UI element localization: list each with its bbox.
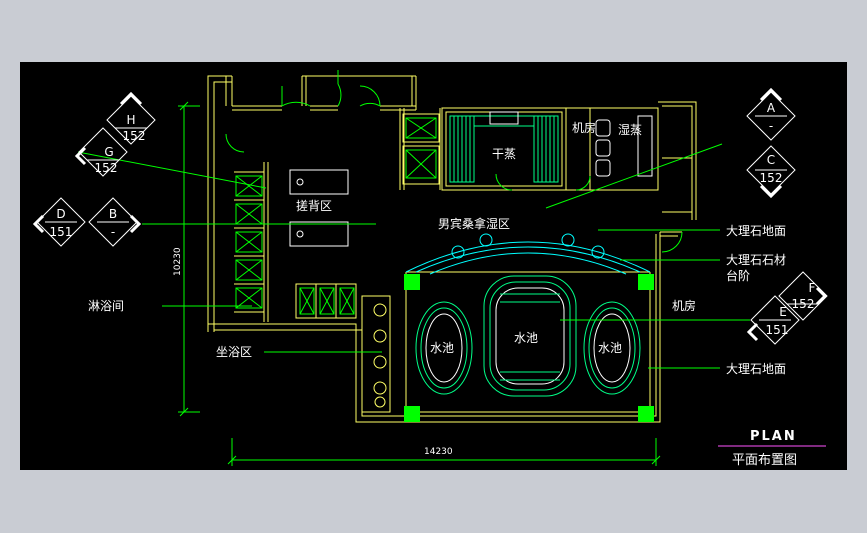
title-cn: 平面布置图: [732, 453, 797, 468]
pools: [415, 275, 641, 397]
dim-horizontal: 14230: [424, 447, 453, 457]
tag-b-letter: B: [109, 207, 117, 221]
label-lounge: 男宾桑拿湿区: [438, 216, 510, 231]
label-marble-floor-2: 大理石地面: [726, 362, 786, 376]
tag-g-letter: G: [104, 145, 113, 159]
pool-arc: [405, 233, 651, 275]
columns: [404, 274, 654, 422]
tag-c-letter: C: [767, 153, 775, 167]
label-marble-step-1: 大理石石材: [726, 253, 786, 267]
sauna-benches: [449, 111, 559, 183]
label-shower: 淋浴间: [88, 299, 124, 313]
label-marble-floor-1: 大理石地面: [726, 224, 786, 238]
label-pool-center: 水池: [514, 331, 538, 345]
drawing-sheet: H 152 G 152 D 151 B - A - C 152 F 152 E …: [20, 62, 847, 470]
title-en: PLAN: [750, 429, 797, 444]
tag-a-letter: A: [767, 101, 776, 115]
label-machine-room-right: 机房: [672, 298, 696, 313]
label-pool-right: 水池: [598, 341, 622, 355]
label-pool-left: 水池: [430, 341, 454, 355]
tag-g-number: 152: [95, 161, 118, 175]
dim-vertical: 10230: [173, 247, 183, 276]
tag-c-number: 152: [760, 171, 783, 185]
tag-e-letter: E: [779, 305, 787, 319]
label-wet-sauna: 湿蒸: [618, 122, 642, 137]
tag-d-letter: D: [56, 207, 65, 221]
tag-a-number: -: [769, 119, 773, 133]
section-tag-arrows: [32, 87, 828, 342]
label-marble-step-2: 台阶: [726, 268, 750, 283]
doors: [225, 70, 683, 253]
tag-h-number: 152: [123, 129, 146, 143]
wet-sauna-seats: [595, 115, 653, 177]
tag-f-letter: F: [809, 281, 816, 295]
shower-fixtures: [235, 117, 437, 315]
seated-bath-stools: [361, 295, 391, 413]
scrub-beds: [289, 169, 349, 247]
dimension-lines: [178, 101, 661, 466]
tag-b-number: -: [111, 225, 115, 239]
label-back-scrub: 搓背区: [296, 198, 332, 213]
label-machine-room-top: 机房: [572, 120, 596, 135]
label-dry-sauna: 干蒸: [492, 147, 516, 161]
tag-d-number: 151: [50, 225, 73, 239]
label-seated-bath: 坐浴区: [216, 345, 252, 359]
floor-plan: H 152 G 152 D 151 B - A - C 152 F 152 E …: [32, 70, 828, 468]
walls: [207, 75, 697, 423]
tag-e-number: 151: [766, 323, 789, 337]
tag-h-letter: H: [126, 113, 135, 127]
leader-lines: [77, 143, 750, 369]
tag-f-number: 152: [792, 297, 815, 311]
